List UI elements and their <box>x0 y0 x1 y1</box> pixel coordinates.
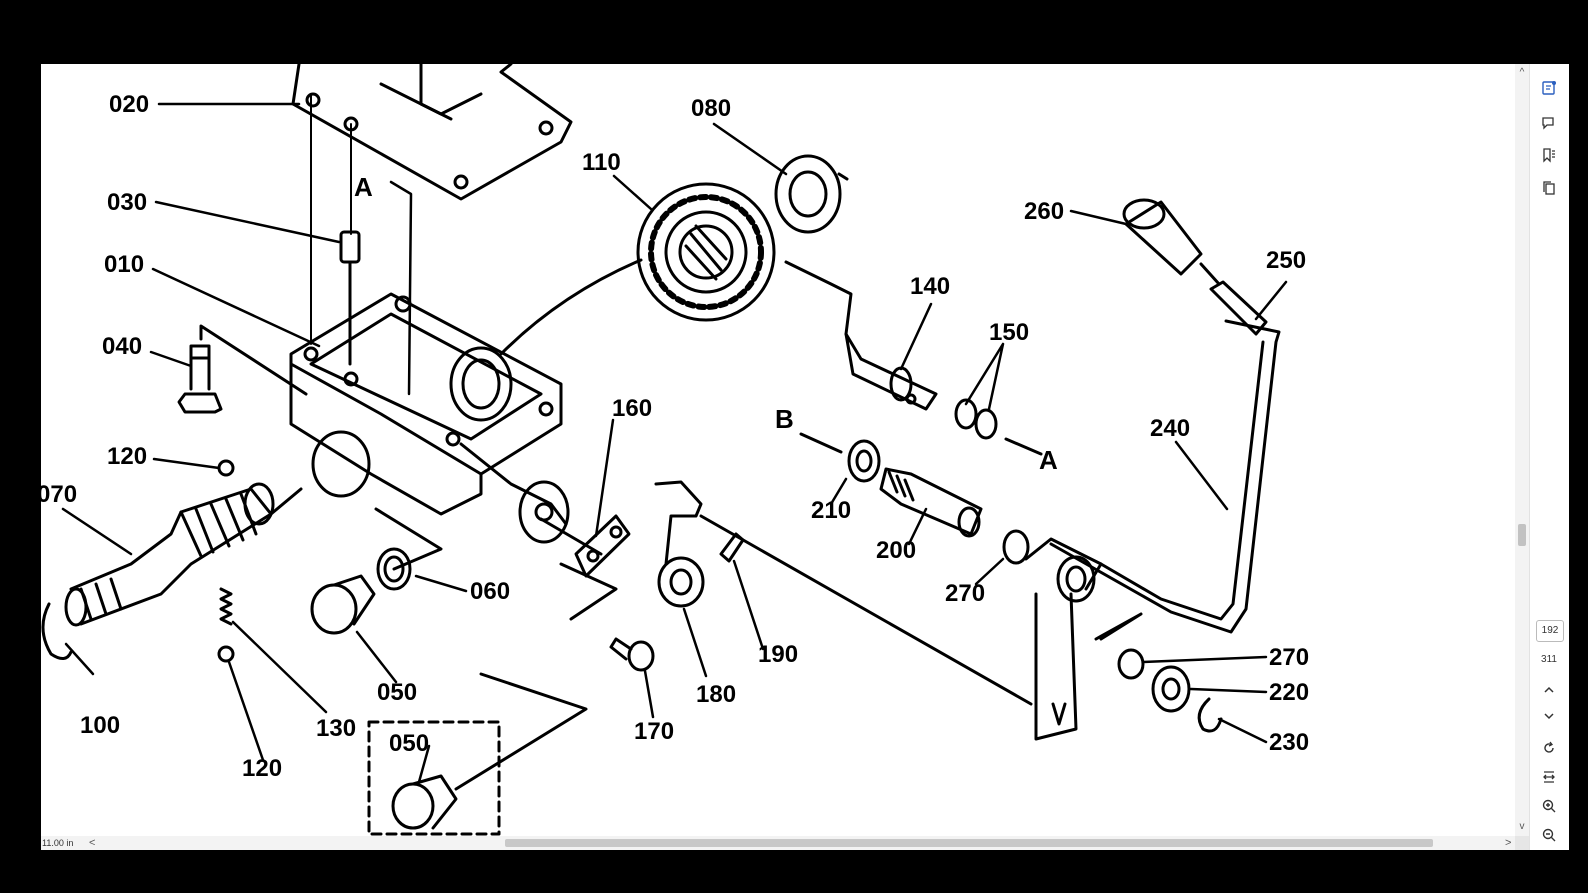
callout-label: 130 <box>316 715 356 742</box>
pin-200-drawing <box>879 467 983 538</box>
document-viewport[interactable]: 020 080 110 030 010 260 250 140 150 040 … <box>41 64 1529 850</box>
washer-210-drawing <box>847 439 881 483</box>
callout-label: 120 <box>242 755 282 782</box>
section-label: A <box>354 172 373 202</box>
right-toolbar: 192 311 <box>1529 64 1569 850</box>
ring-150-a-drawing <box>954 398 978 430</box>
ball-120-top-drawing <box>217 459 235 477</box>
callout-label: 030 <box>107 189 147 216</box>
callout-label: 210 <box>811 497 851 524</box>
callout-label: 220 <box>1269 679 1309 706</box>
page-size-readout: 11.00 in <box>42 838 74 848</box>
callout-label: 160 <box>612 395 652 422</box>
chevron-up-icon[interactable] <box>1538 679 1560 701</box>
callout-label: 200 <box>876 537 916 564</box>
plate-160-drawing <box>539 514 631 578</box>
callout-label: 230 <box>1269 729 1309 756</box>
vertical-scrollbar[interactable]: ^ v <box>1515 64 1529 836</box>
leader-lines <box>61 102 1288 784</box>
callout-labels: 020 080 110 030 010 260 250 140 150 040 … <box>41 91 1309 782</box>
callout-label: 080 <box>691 95 731 122</box>
vertical-scroll-thumb[interactable] <box>1518 524 1526 546</box>
comments-icon[interactable] <box>1538 112 1560 134</box>
callout-label: 250 <box>1266 247 1306 274</box>
zoom-out-icon[interactable] <box>1538 824 1560 846</box>
lever-240-drawing <box>1024 319 1281 741</box>
scroll-left-arrow[interactable]: < <box>89 837 96 849</box>
bolt-040-drawing <box>177 324 308 414</box>
current-page-input[interactable]: 192 <box>1536 620 1564 642</box>
detail-inset-frame <box>367 720 501 836</box>
bookmarks-icon[interactable] <box>1538 144 1560 166</box>
scroll-up-arrow[interactable]: ^ <box>1519 67 1525 78</box>
callout-label: 020 <box>109 91 149 118</box>
callout-label: 050 <box>377 679 417 706</box>
shaft-140-drawing <box>784 260 938 411</box>
total-pages: 311 <box>1541 654 1557 665</box>
ai-assistant-icon[interactable] <box>1538 77 1560 99</box>
bushing-270-lower-drawing <box>1117 648 1145 680</box>
callout-label: 180 <box>696 681 736 708</box>
section-label: A <box>1039 445 1058 475</box>
scroll-right-arrow[interactable]: > <box>1505 837 1512 849</box>
horizontal-scrollbar[interactable]: 11.00 in < > <box>41 836 1515 850</box>
callout-label: 110 <box>582 149 621 176</box>
callout-label: 260 <box>1024 198 1064 225</box>
gearbox-housing-drawing <box>289 292 570 544</box>
rotate-icon[interactable] <box>1538 737 1560 759</box>
lever-180-drawing <box>654 480 1033 706</box>
callout-label: 170 <box>634 718 674 745</box>
bolt-170-drawing <box>559 562 655 672</box>
scroll-down-arrow[interactable]: v <box>1519 821 1525 832</box>
callout-label: 270 <box>1269 644 1309 671</box>
callout-label: 060 <box>470 578 510 605</box>
plug-050-drawing <box>310 507 443 635</box>
horizontal-scroll-thumb[interactable] <box>505 839 1433 847</box>
input-shaft-drawing <box>64 482 303 627</box>
cover-plate-drawing <box>291 64 573 201</box>
callout-label: 270 <box>945 580 985 607</box>
callout-label: 240 <box>1150 415 1190 442</box>
pin-190-drawing <box>719 532 745 563</box>
callout-label: 010 <box>104 251 144 278</box>
callout-label: 070 <box>41 481 77 508</box>
callout-label: 190 <box>758 641 798 668</box>
scrollbar-corner <box>1515 836 1529 850</box>
plug-050-detail-drawing <box>391 672 588 830</box>
bearing-080-drawing <box>774 154 849 234</box>
clip-230-drawing <box>1197 697 1223 733</box>
zoom-in-icon[interactable] <box>1538 795 1560 817</box>
bushing-270-upper-drawing <box>1002 529 1030 565</box>
callout-label: 140 <box>910 273 950 300</box>
callout-label: 050 <box>389 730 429 757</box>
callout-label: 150 <box>989 319 1029 346</box>
chevron-down-icon[interactable] <box>1538 705 1560 727</box>
section-label: B <box>775 404 794 434</box>
callout-label: 040 <box>102 333 142 360</box>
circlip-100-drawing <box>41 602 73 660</box>
ring-150-b-drawing <box>974 408 998 440</box>
fit-width-icon[interactable] <box>1538 766 1560 788</box>
callout-label: 100 <box>80 712 120 739</box>
gear-110-drawing <box>499 182 776 356</box>
knob-260-drawing <box>1122 198 1268 336</box>
ball-120-bottom-drawing <box>217 645 235 663</box>
spring-130-drawing <box>219 587 233 626</box>
pages-icon[interactable] <box>1538 177 1560 199</box>
parts-diagram: 020 080 110 030 010 260 250 140 150 040 … <box>41 64 1309 836</box>
callout-label: 120 <box>107 443 147 470</box>
washer-220-drawing <box>1151 665 1191 713</box>
